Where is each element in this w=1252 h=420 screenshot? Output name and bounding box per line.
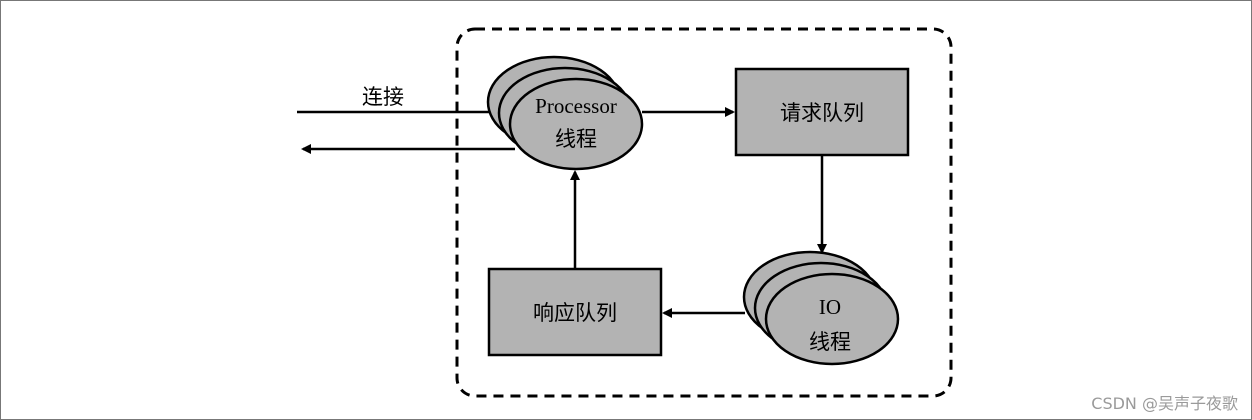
io-label-line2: 线程 (809, 330, 851, 354)
response-queue-label: 响应队列 (533, 301, 617, 325)
io-label-line1: IO (819, 295, 841, 319)
io-threads: IO 线程 (742, 250, 900, 366)
processor-label-line1: Processor (535, 94, 617, 118)
request-queue-box (734, 67, 910, 157)
processor-thread-front (508, 77, 644, 171)
processor-label-line2: 线程 (555, 127, 597, 151)
watermark-text: CSDN @吴声子夜歌 (1091, 394, 1238, 413)
io-thread-front (764, 272, 900, 366)
server-boundary (455, 27, 953, 398)
request-queue-label: 请求队列 (780, 101, 864, 125)
connection-label: 连接 (362, 85, 404, 109)
response-queue-box (487, 267, 663, 357)
processor-threads: Processor 线程 (486, 55, 644, 171)
